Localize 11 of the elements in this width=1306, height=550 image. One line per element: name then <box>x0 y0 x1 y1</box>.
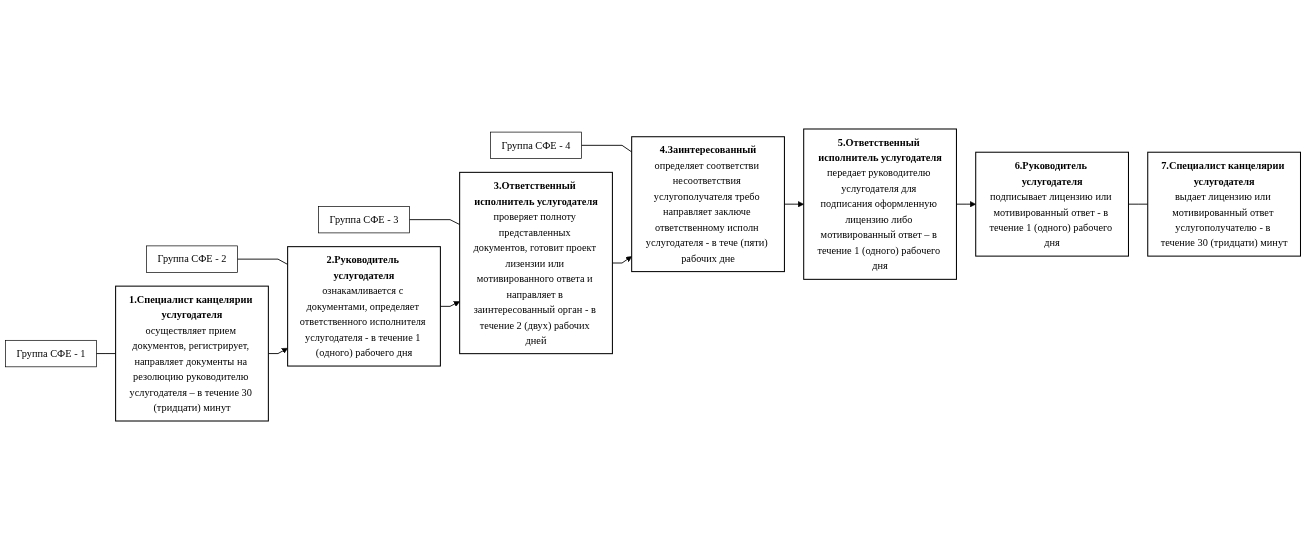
node-box <box>115 285 269 422</box>
node-box <box>803 128 957 280</box>
node-box <box>287 246 441 367</box>
node-box <box>146 245 238 273</box>
node-box <box>318 206 410 234</box>
node-box <box>1147 151 1301 257</box>
node-box <box>5 340 97 368</box>
node-box <box>490 131 582 159</box>
node-box <box>975 151 1129 257</box>
node-box <box>631 136 785 273</box>
node-box <box>459 171 613 355</box>
